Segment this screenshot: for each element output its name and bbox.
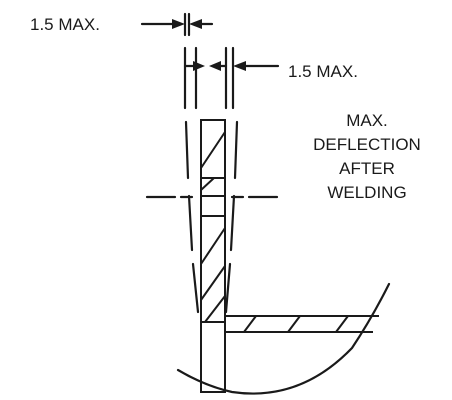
note-line-4: WELDING [327, 183, 406, 202]
note-line-3: AFTER [339, 159, 395, 178]
arrow-left-icon [233, 61, 246, 71]
left-tolerance-dimension [140, 19, 214, 29]
extension-lines [183, 12, 235, 110]
arrow-right-icon [193, 61, 205, 71]
note-line-2: DEFLECTION [313, 135, 421, 154]
curved-shell [176, 282, 391, 395]
note-line-1: MAX. [346, 111, 388, 130]
arrow-right-icon [172, 19, 185, 29]
vertical-plate [200, 119, 226, 393]
deflection-envelope [184, 120, 239, 314]
deflection-note: MAX. DEFLECTION AFTER WELDING [313, 111, 421, 202]
right-tolerance-dimension [183, 61, 280, 71]
arrow-left-icon [209, 61, 221, 71]
arrow-left-icon [189, 19, 202, 29]
right-tolerance-label: 1.5 MAX. [288, 62, 358, 81]
left-tolerance-label: 1.5 MAX. [30, 15, 100, 34]
horizontal-bar [225, 315, 379, 333]
